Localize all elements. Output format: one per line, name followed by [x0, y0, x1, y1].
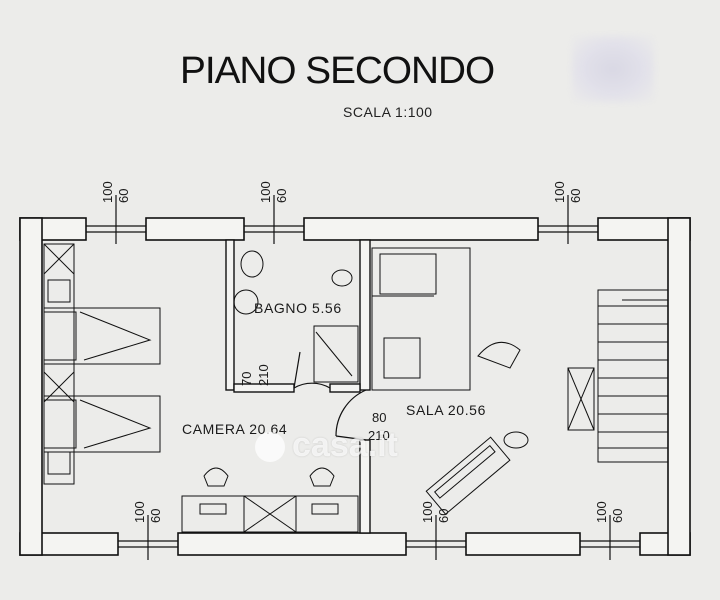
room-label-camera: CAMERA 20.64: [182, 421, 288, 437]
beds: [43, 307, 161, 453]
door-dim-bagno-height: 210: [256, 364, 271, 386]
door-dim-sala-width: 80: [372, 410, 387, 425]
outer-walls: [19, 217, 691, 556]
window-dim-top-3-h: 60: [568, 188, 583, 203]
redacted-area: [572, 36, 654, 102]
windows: [86, 195, 640, 560]
window-dim-top-3-w: 100: [552, 181, 567, 203]
window-dim-bottom-2-h: 60: [436, 508, 451, 523]
window-dim-top-1-w: 100: [100, 181, 115, 203]
room-label-sala: SALA 20.56: [406, 402, 486, 418]
window-dim-bottom-1-h: 60: [148, 508, 163, 523]
sala-furniture: [371, 247, 529, 515]
window-dim-bottom-3-w: 100: [594, 501, 609, 523]
room-label-bagno: BAGNO 5.56: [254, 300, 342, 316]
bathroom-fixtures: [233, 250, 359, 383]
window-dim-bottom-1-w: 100: [132, 501, 147, 523]
window-dim-top-1-h: 60: [116, 188, 131, 203]
window-dim-top-2-h: 60: [274, 188, 289, 203]
watermark-text: casa.it: [292, 426, 398, 464]
staircase: [567, 289, 669, 463]
desks: [181, 467, 359, 533]
plan-title: PIANO SECONDO: [180, 50, 495, 92]
window-dim-bottom-2-w: 100: [420, 501, 435, 523]
window-dim-top-2-w: 100: [258, 181, 273, 203]
plan-scale: SCALA 1:100: [343, 104, 433, 120]
window-dim-bottom-3-h: 60: [610, 508, 625, 523]
watermark-logo-icon: [255, 432, 285, 462]
door-dim-bagno-width: 70: [239, 371, 254, 386]
doors: [293, 351, 367, 441]
door-dim-sala-height: 210: [368, 428, 390, 443]
